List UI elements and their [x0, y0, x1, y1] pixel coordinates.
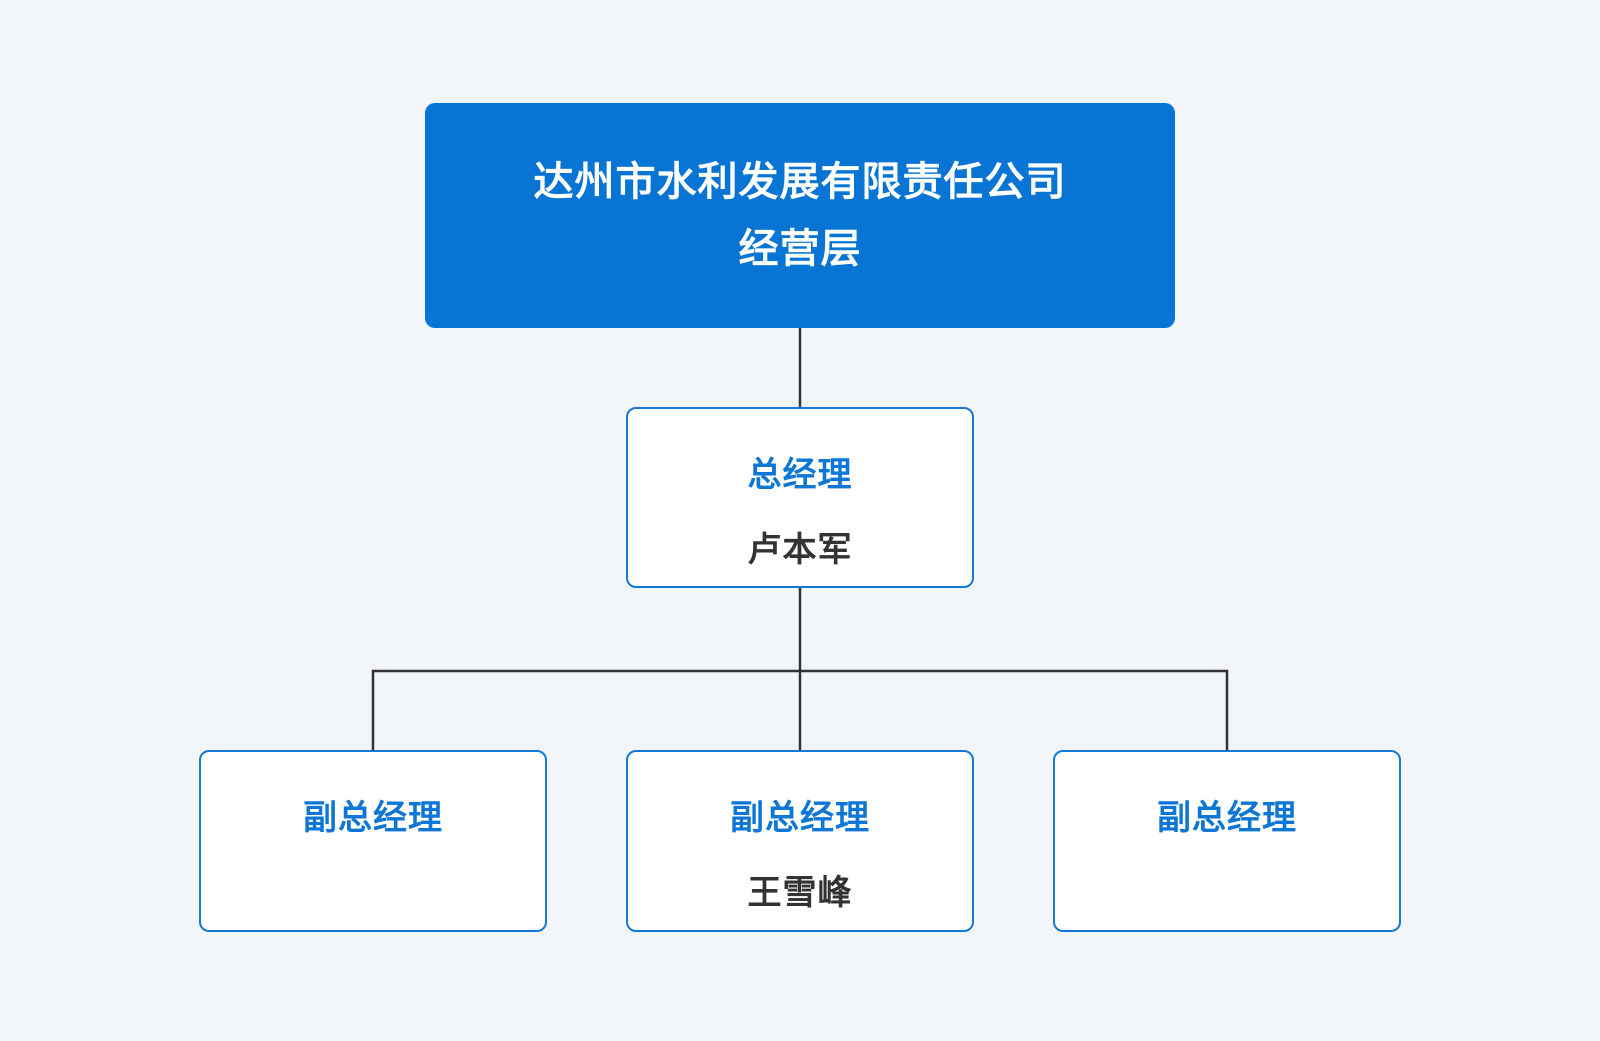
- node-title: 副总经理: [303, 799, 443, 837]
- org-node-deputy-1[interactable]: 副总经理: [199, 750, 547, 932]
- root-title-line1: 达州市水利发展有限责任公司: [533, 159, 1067, 204]
- connector-branch-bar: [371, 669, 1229, 750]
- org-node-root[interactable]: 达州市水利发展有限责任公司 经营层: [425, 103, 1175, 328]
- node-title: 总经理: [747, 456, 853, 494]
- node-name: 王雪峰: [747, 874, 853, 912]
- node-title: 副总经理: [730, 799, 870, 837]
- node-name: 卢本军: [747, 531, 853, 569]
- org-node-general-manager[interactable]: 总经理 卢本军: [626, 407, 974, 588]
- root-title-line2: 经营层: [738, 226, 862, 271]
- org-node-deputy-3[interactable]: 副总经理: [1053, 750, 1401, 932]
- org-node-deputy-2[interactable]: 副总经理 王雪峰: [626, 750, 974, 932]
- node-title: 副总经理: [1157, 799, 1297, 837]
